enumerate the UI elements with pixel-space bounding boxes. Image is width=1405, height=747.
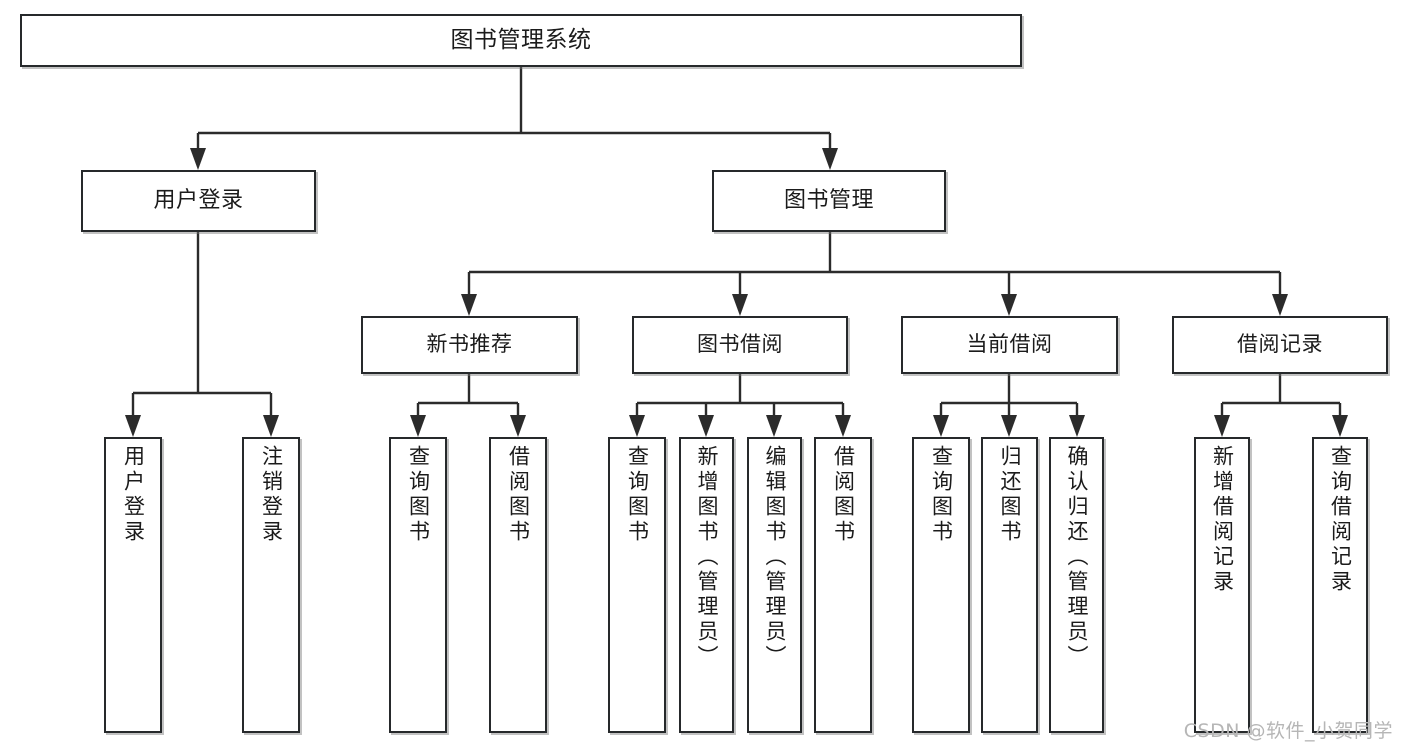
arrowhead-record xyxy=(1272,294,1288,316)
node-leaf-query-record[interactable]: 查询借阅记录 xyxy=(1312,437,1368,733)
arrowhead-leaf-borrow-book-1 xyxy=(510,415,526,437)
arrowhead-leaf-add-record xyxy=(1214,415,1230,437)
node-borrow-record[interactable]: 借阅记录 xyxy=(1172,316,1388,374)
node-book-borrow[interactable]: 图书借阅 xyxy=(632,316,848,374)
arrowhead-leaf-edit-book xyxy=(766,415,782,437)
node-leaf-confirm-return-label: 确认归还（管理员） xyxy=(1065,445,1089,670)
node-leaf-query-book-1[interactable]: 查询图书 xyxy=(389,437,447,733)
node-book-borrow-label: 图书借阅 xyxy=(697,332,783,357)
node-leaf-add-book-label: 新增图书（管理员） xyxy=(695,445,719,670)
arrowhead-leaf-borrow-book-2 xyxy=(835,415,851,437)
node-new-book-recommend-label: 新书推荐 xyxy=(426,332,513,357)
arrowhead-user-login xyxy=(190,148,206,170)
arrowhead-leaf-user-login xyxy=(125,415,141,437)
node-leaf-edit-book[interactable]: 编辑图书（管理员） xyxy=(747,437,802,733)
node-leaf-borrow-book-1[interactable]: 借阅图书 xyxy=(489,437,547,733)
node-leaf-borrow-book-1-label: 借阅图书 xyxy=(506,445,531,545)
arrowhead-leaf-return-book xyxy=(1001,415,1017,437)
arrowhead-leaf-query-book-3 xyxy=(933,415,949,437)
node-leaf-user-login-label: 用户登录 xyxy=(121,445,146,545)
arrowhead-leaf-query-book-2 xyxy=(629,415,645,437)
node-leaf-query-book-1-label: 查询图书 xyxy=(406,445,431,545)
node-leaf-logout[interactable]: 注销登录 xyxy=(242,437,300,733)
node-leaf-return-book-label: 归还图书 xyxy=(998,445,1022,545)
arrowhead-leaf-query-book-1 xyxy=(410,415,426,437)
node-leaf-query-book-3-label: 查询图书 xyxy=(929,445,954,545)
node-leaf-query-book-2[interactable]: 查询图书 xyxy=(608,437,666,733)
node-leaf-add-record[interactable]: 新增借阅记录 xyxy=(1194,437,1250,733)
node-leaf-query-book-2-label: 查询图书 xyxy=(625,445,650,545)
node-leaf-confirm-return[interactable]: 确认归还（管理员） xyxy=(1049,437,1104,733)
node-book-management[interactable]: 图书管理 xyxy=(712,170,946,232)
node-current-borrow[interactable]: 当前借阅 xyxy=(901,316,1118,374)
node-new-book-recommend[interactable]: 新书推荐 xyxy=(361,316,578,374)
node-user-login[interactable]: 用户登录 xyxy=(81,170,316,232)
node-user-login-label: 用户登录 xyxy=(153,187,244,213)
arrowhead-borrow xyxy=(732,294,748,316)
node-borrow-record-label: 借阅记录 xyxy=(1237,332,1323,357)
node-leaf-add-book[interactable]: 新增图书（管理员） xyxy=(679,437,734,733)
node-leaf-query-record-label: 查询借阅记录 xyxy=(1328,445,1353,595)
node-leaf-borrow-book-2[interactable]: 借阅图书 xyxy=(814,437,872,733)
arrowhead-current xyxy=(1001,294,1017,316)
arrowhead-leaf-add-book xyxy=(698,415,714,437)
arrowhead-book-management xyxy=(822,148,838,170)
node-root-label: 图书管理系统 xyxy=(450,27,592,54)
node-book-management-label: 图书管理 xyxy=(783,187,874,213)
node-leaf-user-login[interactable]: 用户登录 xyxy=(104,437,162,733)
arrowhead-leaf-logout xyxy=(263,415,279,437)
node-current-borrow-label: 当前借阅 xyxy=(966,332,1053,357)
node-leaf-borrow-book-2-label: 借阅图书 xyxy=(831,445,856,545)
node-leaf-add-record-label: 新增借阅记录 xyxy=(1210,445,1235,595)
csdn-watermark: CSDN @软件_小贺同学 xyxy=(1183,720,1393,742)
node-leaf-query-book-3[interactable]: 查询图书 xyxy=(912,437,970,733)
arrowhead-leaf-confirm-return xyxy=(1069,415,1085,437)
node-leaf-return-book[interactable]: 归还图书 xyxy=(981,437,1038,733)
node-root[interactable]: 图书管理系统 xyxy=(20,14,1022,67)
node-leaf-edit-book-label: 编辑图书（管理员） xyxy=(763,445,787,670)
node-leaf-logout-label: 注销登录 xyxy=(259,445,284,545)
arrowhead-leaf-query-record xyxy=(1332,415,1348,437)
arrowhead-recommend xyxy=(461,294,477,316)
